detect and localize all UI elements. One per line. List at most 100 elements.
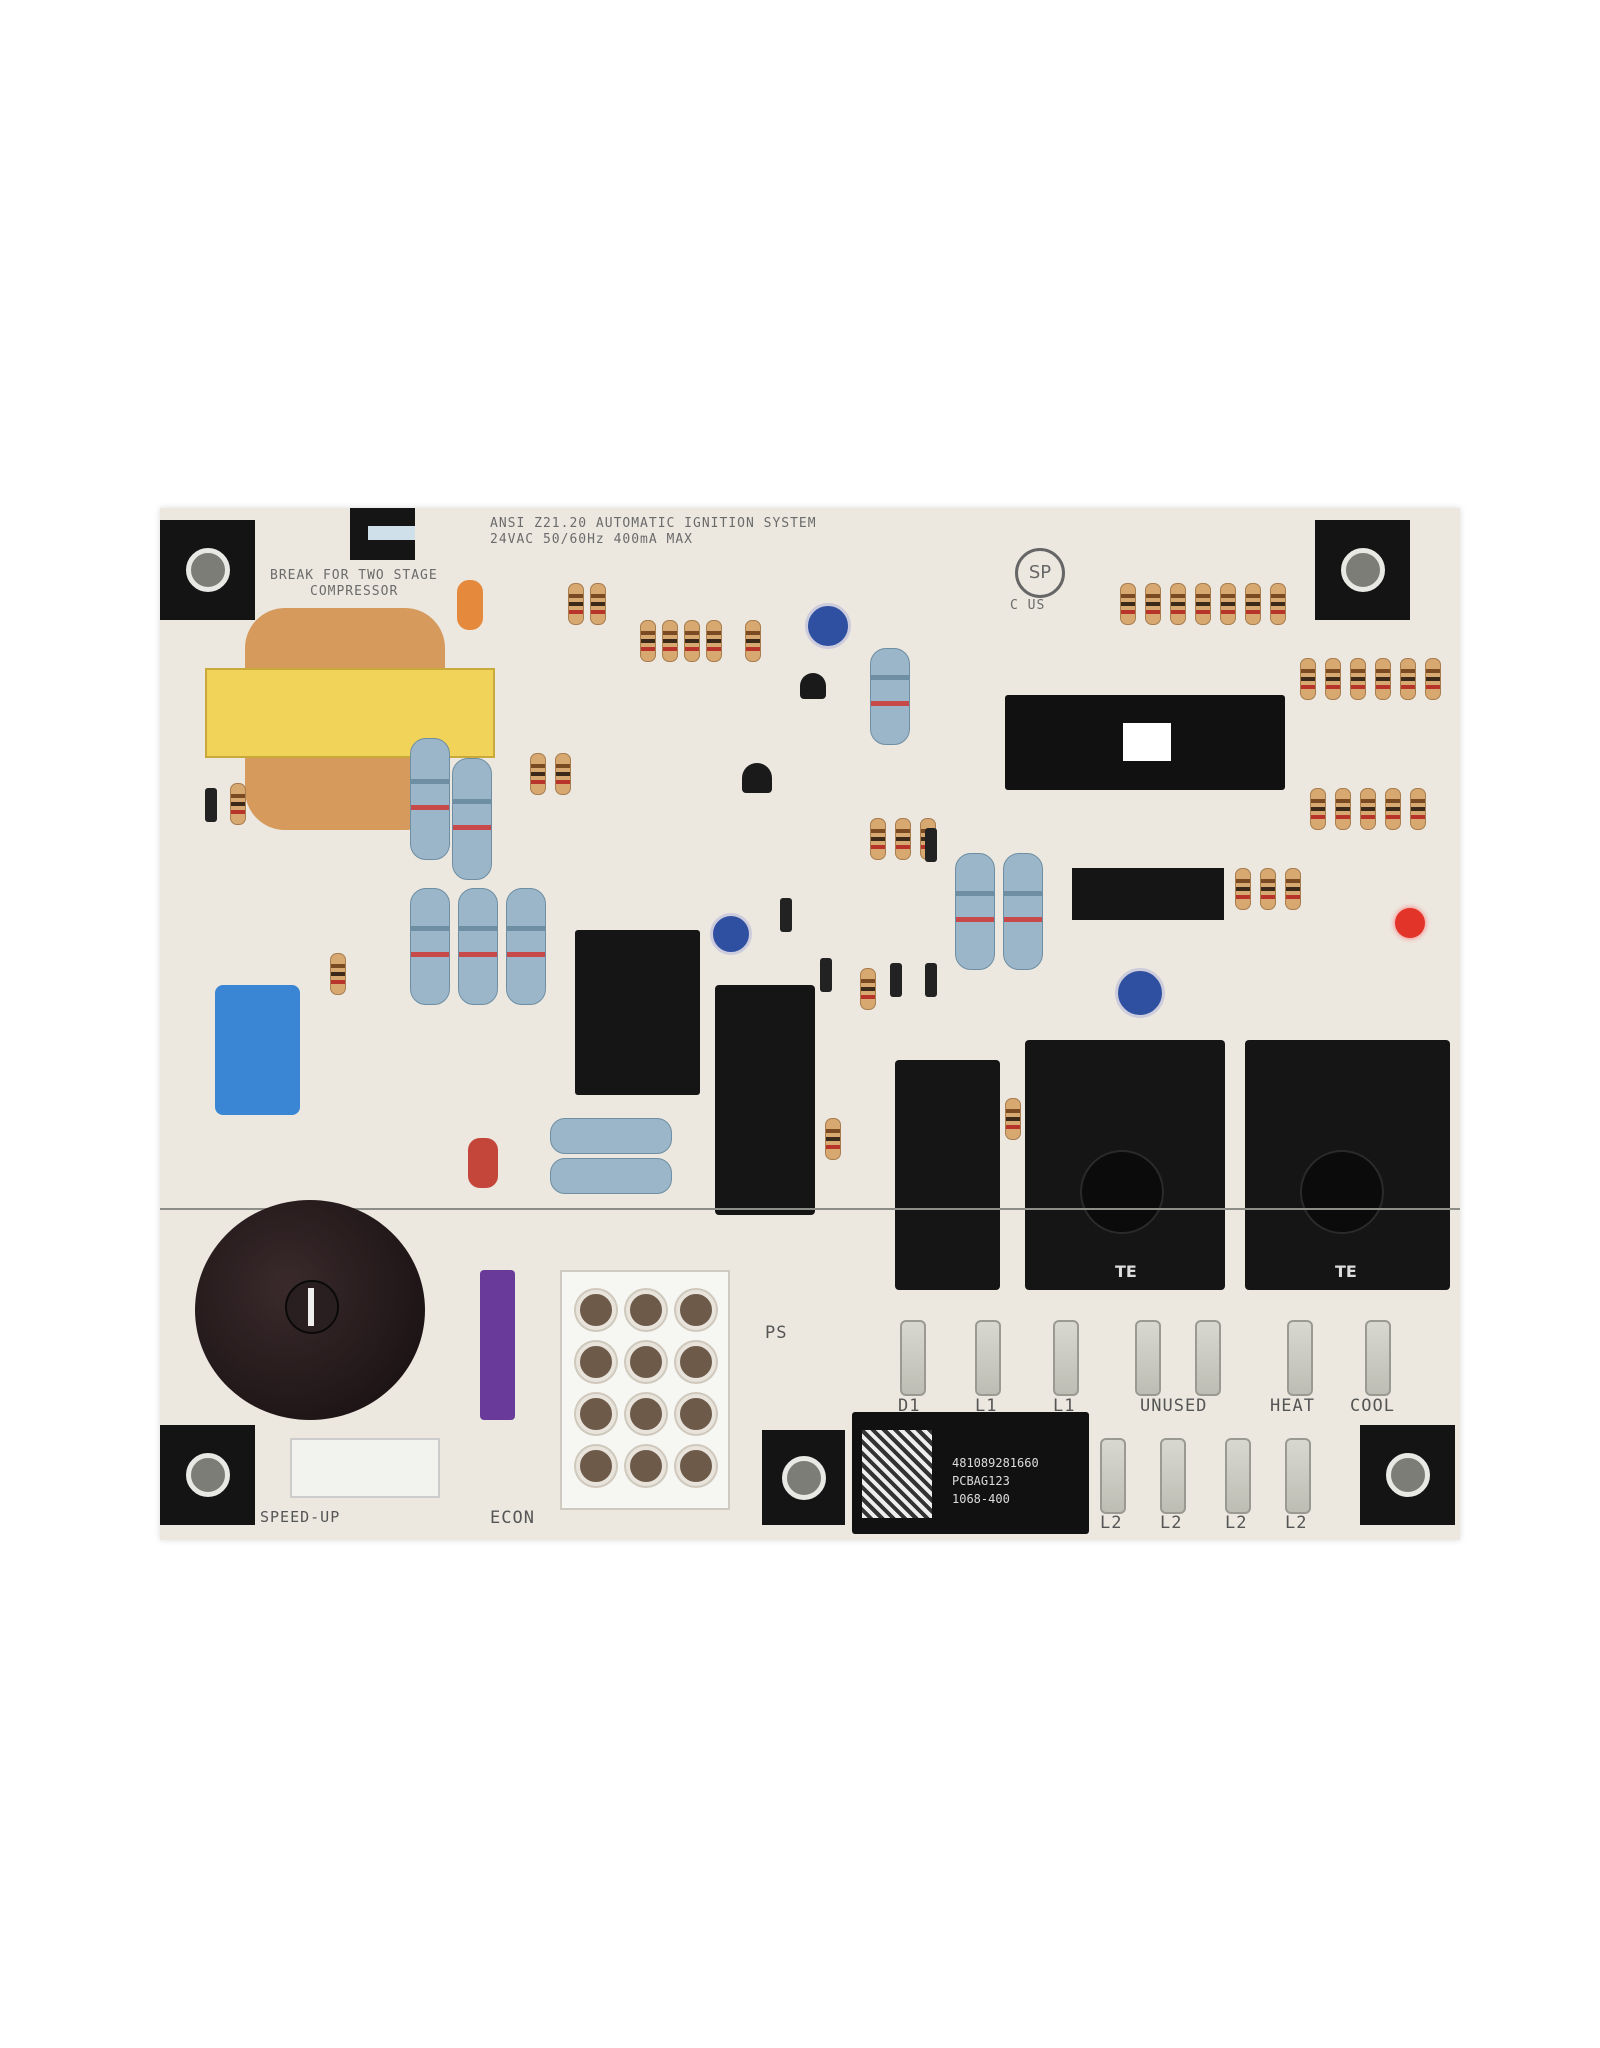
te-brand: TE	[1115, 1262, 1137, 1281]
power-resistor	[452, 758, 492, 880]
board-trace-line	[160, 1208, 1460, 1210]
ps-label: PS	[765, 1323, 788, 1343]
mounting-hole-bottom-left	[160, 1425, 255, 1525]
terminal-label-l2: L2	[1225, 1513, 1248, 1533]
terminal-l1[interactable]	[975, 1320, 1001, 1396]
power-resistor	[550, 1158, 672, 1194]
resistor	[1310, 788, 1326, 830]
resistor	[1300, 658, 1316, 700]
csa-sub: C US	[1010, 598, 1046, 613]
terminal-cool[interactable]	[1365, 1320, 1391, 1396]
break-note-line1: BREAK FOR TWO STAGE	[270, 568, 438, 583]
terminal-l2[interactable]	[1225, 1438, 1251, 1514]
resistor	[1195, 583, 1211, 625]
power-resistor	[410, 888, 450, 1005]
sticker-line3: 1068-400	[952, 1492, 1010, 1506]
transformer	[205, 608, 495, 830]
resistor	[1335, 788, 1351, 830]
diode	[890, 963, 902, 997]
csa-logo: SP	[1015, 548, 1065, 598]
fuse	[480, 1270, 515, 1420]
mounting-hole-bottom-right	[1360, 1425, 1455, 1525]
te-relay-2: TE	[1245, 1040, 1450, 1290]
power-resistor	[955, 853, 995, 970]
film-capacitor	[215, 985, 300, 1115]
resistor	[1005, 1098, 1021, 1140]
electrolytic-capacitor	[710, 913, 752, 955]
sticker-line2: PCBAG123	[952, 1474, 1010, 1488]
resistor	[1410, 788, 1426, 830]
terminal-d1[interactable]	[900, 1320, 926, 1396]
terminal-l2[interactable]	[1160, 1438, 1186, 1514]
resistor	[860, 968, 876, 1010]
circuit-board: ANSI Z21.20 AUTOMATIC IGNITION SYSTEM 24…	[160, 508, 1460, 1540]
resistor	[568, 583, 584, 625]
speed-up-label: SPEED-UP	[260, 1508, 341, 1526]
resistor	[1285, 868, 1301, 910]
terminal-l2[interactable]	[1100, 1438, 1126, 1514]
power-resistor	[550, 1118, 672, 1154]
resistor	[870, 818, 886, 860]
transistor	[800, 673, 826, 699]
resistor	[1235, 868, 1251, 910]
mounting-hole-top-right	[1315, 520, 1410, 620]
resistor	[1350, 658, 1366, 700]
power-resistor	[870, 648, 910, 745]
resistor	[684, 620, 700, 662]
resistor	[1260, 868, 1276, 910]
resistor	[825, 1118, 841, 1160]
break-note-line2: COMPRESSOR	[310, 584, 399, 599]
terminal-label: L1	[975, 1396, 998, 1416]
jumper-block	[350, 508, 415, 560]
resistor	[1270, 583, 1286, 625]
terminal-label-heat: HEAT	[1270, 1396, 1315, 1416]
diode	[820, 958, 832, 992]
diode	[780, 898, 792, 932]
resistor	[1360, 788, 1376, 830]
resistor	[662, 620, 678, 662]
header-line2: 24VAC 50/60Hz 400mA MAX	[490, 532, 694, 547]
power-resistor	[458, 888, 498, 1005]
terminal-l1[interactable]	[1053, 1320, 1079, 1396]
resistor	[1220, 583, 1236, 625]
ic-chip	[1072, 868, 1224, 920]
wiring-connector-12pin[interactable]	[560, 1270, 730, 1510]
relay-socket-block	[1005, 695, 1285, 790]
power-resistor	[506, 888, 546, 1005]
qr-code	[862, 1430, 932, 1518]
terminal-label-unused: UNUSED	[1140, 1396, 1208, 1416]
resistor	[230, 783, 246, 825]
status-led	[1395, 908, 1425, 938]
header-line1: ANSI Z21.20 AUTOMATIC IGNITION SYSTEM	[490, 516, 817, 531]
resistor	[706, 620, 722, 662]
diode	[925, 828, 937, 862]
resistor	[1375, 658, 1391, 700]
resistor	[590, 583, 606, 625]
electrolytic-capacitor	[1115, 968, 1165, 1018]
electrolytic-capacitor	[805, 603, 851, 649]
terminal-l2[interactable]	[1285, 1438, 1311, 1514]
terminal-unused[interactable]	[1195, 1320, 1221, 1396]
power-resistor	[410, 738, 450, 860]
resistor	[640, 620, 656, 662]
resistor	[1400, 658, 1416, 700]
resistor	[1245, 583, 1261, 625]
terminal-unused[interactable]	[1135, 1320, 1161, 1396]
econ-label: ECON	[490, 1508, 535, 1528]
diode	[925, 963, 937, 997]
te-relay-1: TE	[1025, 1040, 1225, 1290]
ic-chip-square	[575, 930, 700, 1095]
resistor	[895, 818, 911, 860]
resistor	[530, 753, 546, 795]
terminal-label-l2: L2	[1285, 1513, 1308, 1533]
speed-up-connector[interactable]	[290, 1438, 440, 1498]
transistor	[742, 763, 772, 793]
resistor	[555, 753, 571, 795]
resistor	[1385, 788, 1401, 830]
mounting-hole-bottom-middle	[762, 1430, 845, 1525]
capacitor-orange	[457, 580, 483, 630]
resistor	[1170, 583, 1186, 625]
terminal-heat[interactable]	[1287, 1320, 1313, 1396]
sticker-line1: 481089281660	[952, 1456, 1039, 1470]
te-brand: TE	[1335, 1262, 1357, 1281]
